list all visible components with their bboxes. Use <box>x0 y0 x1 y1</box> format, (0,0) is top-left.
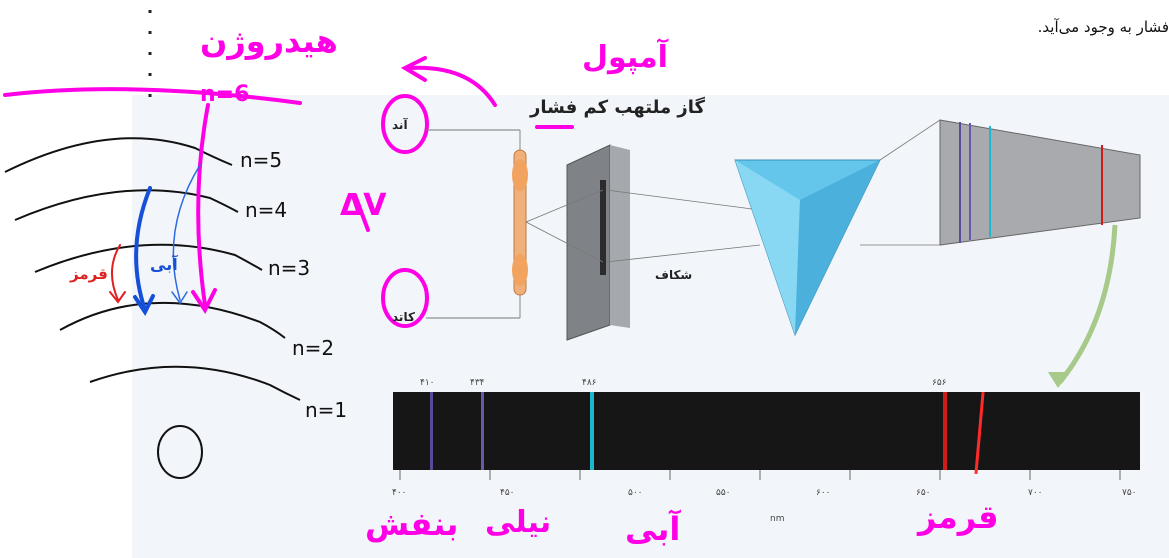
spectrum-line-486 <box>590 392 594 470</box>
arc-n5 <box>4 137 233 173</box>
spectrum-line-656 <box>943 392 947 470</box>
axis-label-600: ۶۰۰ <box>816 488 831 498</box>
level-n4-label: n=4 <box>245 198 288 222</box>
delta-v-arrow <box>353 193 370 232</box>
energy-level-arcs <box>4 137 301 401</box>
pen-annotations <box>3 56 574 328</box>
hydrogen-emission-spectrum <box>393 392 1140 474</box>
level-n5-label: n=5 <box>240 148 283 172</box>
long-down-arrow <box>196 103 210 307</box>
arc-n2 <box>59 301 286 339</box>
slit-label: شکاف <box>655 268 693 282</box>
ampoule-arrow-head <box>400 56 427 82</box>
slide-text-area <box>132 0 1169 95</box>
anode-circle <box>381 94 429 154</box>
axis-label-550: ۵۵۰ <box>716 488 731 498</box>
cathode-circle <box>381 268 429 328</box>
lightblue-arrowhead <box>171 291 188 305</box>
pen-red-marker <box>974 392 985 474</box>
level-n3-label: n=3 <box>268 256 311 280</box>
lightblue-transition <box>172 164 201 301</box>
zero-marker <box>157 425 203 479</box>
line-label-656: ۶۵۶ <box>932 378 947 388</box>
axis-label-650: ۶۵۰ <box>916 488 931 498</box>
delta-v-annotation: ΔV <box>340 188 387 223</box>
blue-transition-label: آبی <box>150 255 178 274</box>
anode-label: آند <box>392 118 408 132</box>
axis-label-400: ۴۰۰ <box>392 488 407 498</box>
hydrogen-annotation: هیدروژن <box>200 22 338 60</box>
cathode-label: کاتد <box>392 310 415 324</box>
red-transition-label: قرمز <box>70 265 108 283</box>
axis-label-450: ۴۵۰ <box>500 488 515 498</box>
spectrum-line-410 <box>430 392 433 470</box>
arc-n3 <box>34 243 263 273</box>
axis-unit: nm <box>770 514 785 524</box>
top-magenta-arc <box>3 87 302 105</box>
ampoule-annotation: آمپول <box>582 40 668 75</box>
violet-annotation: بنفش <box>365 505 459 543</box>
long-down-arrowhead <box>191 288 217 314</box>
blue-annotation: آبی <box>625 510 681 548</box>
axis-label-750: ۷۵۰ <box>1122 488 1137 498</box>
n6-annotation: n=6 <box>200 82 250 107</box>
gas-label: گاز ملتهب کم فشار <box>530 97 705 118</box>
slide-header-text: فشار به وجود می‌آید. <box>1037 18 1169 36</box>
axis-label-500: ۵۰۰ <box>628 488 643 498</box>
red-transition <box>111 244 121 301</box>
level-n1-label: n=1 <box>305 398 348 422</box>
spectrum-ticks <box>399 470 1121 480</box>
arc-n4 <box>14 189 239 221</box>
level-n2-label: n=2 <box>292 336 335 360</box>
ampoule-arrow <box>408 65 497 107</box>
transition-arrows <box>109 164 201 316</box>
blue-transition <box>134 186 152 312</box>
blue-arrowhead <box>133 294 155 316</box>
indigo-annotation: نیلی <box>485 505 552 540</box>
screen-to-spectrum-arrow <box>1058 224 1118 384</box>
apparatus-drawing <box>426 119 1141 388</box>
axis-label-700: ۷۰۰ <box>1028 488 1043 498</box>
line-label-410: ۴۱۰ <box>420 378 435 388</box>
spectrum-line-434 <box>481 392 484 470</box>
red-arrowhead <box>109 291 126 304</box>
red-annotation: قرمز <box>918 498 999 536</box>
line-label-486: ۴۸۶ <box>582 378 597 388</box>
arc-n1 <box>89 365 301 401</box>
line-label-434: ۴۳۴ <box>470 378 485 388</box>
